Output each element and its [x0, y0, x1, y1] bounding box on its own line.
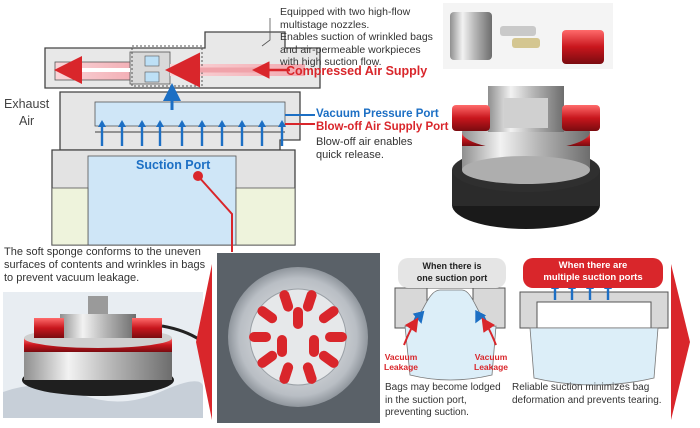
- multi-port-diagram: [519, 291, 669, 386]
- suction-arrow-head: [156, 120, 164, 127]
- leak-line: Vacuum: [474, 352, 508, 362]
- callout-line: Enables suction of wrinkled bags: [280, 31, 433, 43]
- capsule: [318, 306, 339, 324]
- multi-port-title: When there are multiple suction ports: [523, 258, 663, 288]
- blowoff-description: Blow-off air enables quick release.: [316, 136, 412, 162]
- suction-arrow-head: [258, 120, 266, 127]
- exhaust-line: Exhaust: [4, 97, 50, 111]
- capsule: [325, 332, 347, 342]
- capsule-suction-photo: [217, 253, 380, 423]
- callout-line: with high suction flow.: [280, 56, 382, 68]
- capsule: [302, 362, 317, 384]
- callout-line: multistage nozzles.: [280, 18, 370, 31]
- one-port-title: When there is one suction port: [398, 258, 506, 288]
- sponge-line: The soft sponge conforms to the uneven: [4, 246, 201, 258]
- left-arrow-indicator: [196, 264, 212, 420]
- suction-arrow-head: [218, 120, 226, 127]
- capsule: [293, 307, 303, 329]
- capsule: [277, 335, 287, 357]
- callout-leaders: [193, 18, 315, 252]
- capsule: [279, 290, 294, 312]
- caption-line: Reliable suction minimizes bag: [512, 382, 650, 393]
- callout-line: Equipped with two high-flow: [280, 6, 411, 18]
- blowoff-desc-line: quick release.: [316, 149, 384, 161]
- exhaust-line: Air: [18, 114, 35, 128]
- capsule: [302, 290, 317, 312]
- suction-arrow-head: [138, 120, 146, 127]
- suction-port-label: Suction Port: [136, 158, 211, 172]
- leak-line: Vacuum: [384, 352, 418, 362]
- suction-arrow-head: [278, 120, 286, 127]
- capsule: [257, 306, 278, 324]
- caption-line: Bags may become lodged: [385, 382, 501, 393]
- sponge-line: surfaces of contents and wrinkles in bag…: [4, 259, 206, 271]
- callout-line: and air-permeable workpieces: [280, 43, 421, 56]
- main-product-photo: [452, 86, 600, 229]
- caption-line: preventing suction.: [385, 407, 469, 418]
- capsule: [257, 350, 278, 368]
- sponge-photo: [3, 292, 203, 418]
- suction-arrow-head: [98, 120, 106, 127]
- caption-line: deformation and prevents tearing.: [512, 394, 662, 406]
- nozzle-callout: Equipped with two high-flow multistage n…: [280, 6, 433, 69]
- leak-right-label: Vacuum Leakage: [474, 352, 508, 372]
- blowoff-desc-line: Blow-off air enables: [316, 136, 413, 148]
- one-port-diagram: [394, 287, 506, 381]
- one-port-title-line: one suction port: [416, 273, 488, 283]
- one-port-title-line: When there is: [422, 261, 482, 271]
- vacuum-chamber: [59, 83, 301, 151]
- leak-line: Leakage: [474, 362, 509, 372]
- multi-port-caption: Reliable suction minimizes bag deformati…: [512, 382, 662, 407]
- compressed-air-label: Compressed Air Supply: [286, 64, 428, 78]
- capsule: [249, 332, 271, 342]
- sponge-line: to prevent vacuum leakage.: [4, 272, 140, 284]
- suction-arrow-head: [198, 120, 206, 127]
- fitting-detail-photo: [443, 3, 613, 69]
- capsule: [279, 362, 294, 384]
- suction-arrow-head: [238, 120, 246, 127]
- capsule: [318, 350, 339, 368]
- multi-port-title-line: When there are: [558, 260, 628, 271]
- capsule: [309, 335, 319, 357]
- suction-arrow-head: [178, 120, 186, 127]
- leak-left-label: Vacuum Leakage: [384, 352, 418, 372]
- right-arrow-indicator: [671, 264, 690, 420]
- sponge-note: The soft sponge conforms to the uneven s…: [4, 246, 205, 285]
- leak-line: Leakage: [384, 362, 419, 372]
- multi-port-title-line: multiple suction ports: [543, 272, 643, 283]
- suction-body: [51, 149, 296, 246]
- exhaust-air-label: Exhaust Air: [4, 96, 49, 130]
- caption-line: in the suction port,: [385, 394, 467, 406]
- blowoff-port-label: Blow-off Air Supply Port: [316, 121, 449, 133]
- vacuum-port-label: Vacuum Pressure Port: [316, 108, 439, 120]
- suction-arrow-head: [118, 120, 126, 127]
- one-port-caption: Bags may become lodged in the suction po…: [385, 382, 501, 420]
